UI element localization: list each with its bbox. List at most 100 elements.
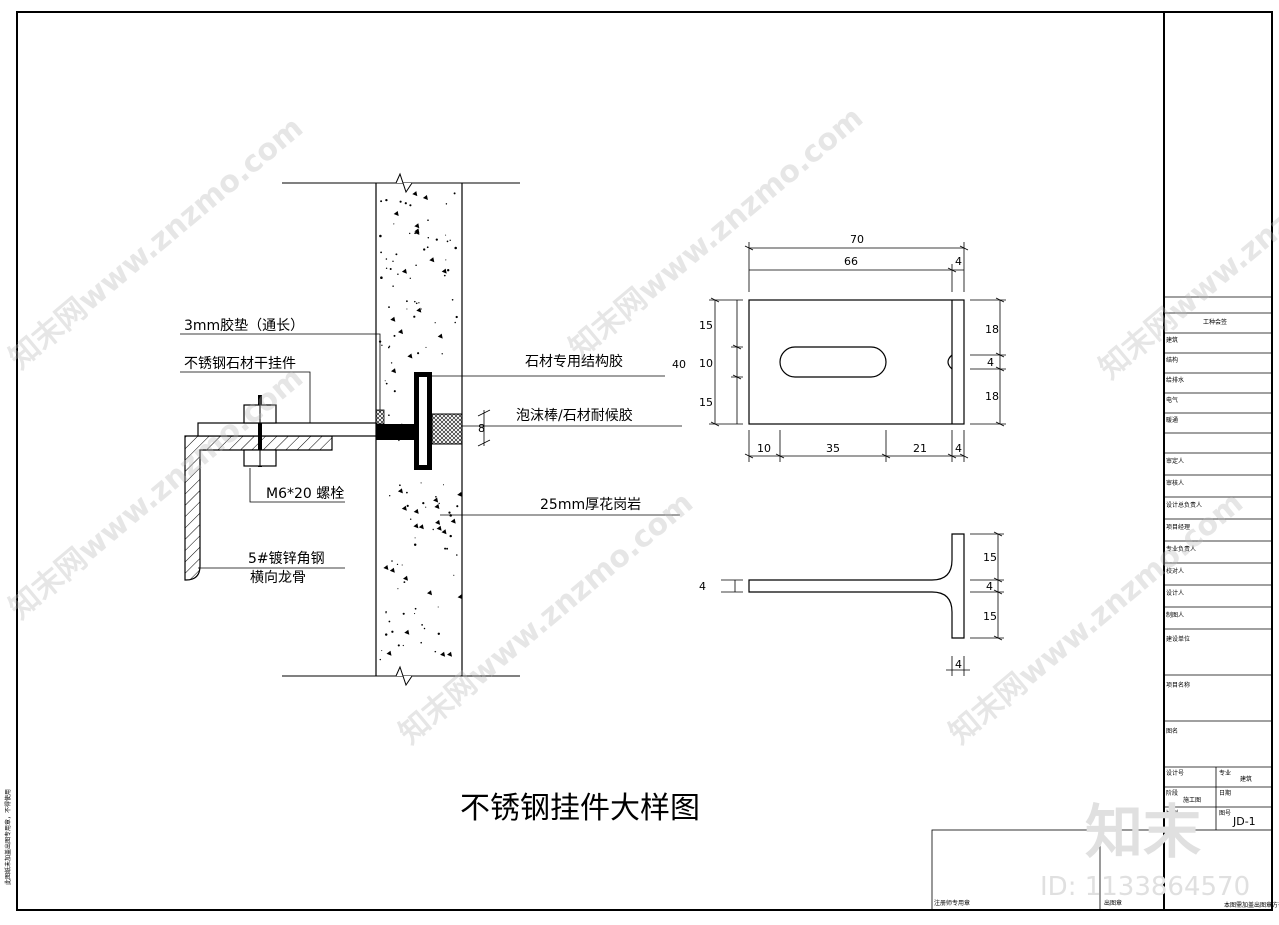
dim-left-10: 10 [699,357,713,370]
stone-speckle [444,547,447,550]
stone-speckle [409,277,411,279]
stone-speckle [435,496,437,498]
stone-speckle [388,306,390,309]
label-angle-steel: 5#镀锌角钢 [248,550,325,567]
stone-speckle [396,563,399,566]
stone-speckle [451,298,454,301]
stone-speckle [412,191,418,197]
stone-speckle [398,439,400,442]
callout-leaders [180,333,682,569]
dim-bottom-21: 21 [913,442,927,455]
hanger-section-view [748,533,965,639]
stone-speckle [446,240,449,243]
stone-speckle [446,547,449,550]
dim-section-15b: 15 [983,610,997,623]
tb-row-label: 项目经理 [1166,523,1190,531]
plan-dimension-lines [709,242,1006,462]
bolt [243,395,277,467]
stone-speckle [449,514,452,517]
stone-speckle [414,537,416,539]
stone-speckle [445,234,447,236]
stone-speckle [397,273,399,275]
label-runner: 横向龙骨 [250,570,306,586]
stone-speckle [418,302,420,304]
dim-66: 66 [844,255,858,268]
stone-speckle [393,223,395,225]
tb-row-label: 审核人 [1166,479,1184,487]
stone-speckle [434,504,440,509]
tb-bottom-mid: 出图章 [1104,899,1122,907]
stone-speckle [423,627,426,630]
stone-speckle-pattern [378,191,463,661]
stone-speckle [437,333,443,339]
stone-speckle [449,534,452,538]
stone-speckle [406,308,408,310]
dim-bottom-4: 4 [955,442,962,455]
stone-speckle [454,246,457,250]
stone-speckle [380,251,382,254]
stone-speckle [403,581,406,584]
tb-row-label: 电气 [1166,396,1178,404]
watermark: 知末网www.znzmo.com [1093,120,1279,386]
title-block [931,296,1273,911]
dim-bottom-10: 10 [757,442,771,455]
dim-overall-width: 70 [850,233,864,246]
stone-speckle [420,308,422,310]
stone-speckle [406,300,408,303]
stone-speckle [407,353,413,359]
stone-speckle [402,612,405,615]
stone-speckle [416,307,422,313]
stone-speckle [415,264,417,266]
stone-speckle [414,607,417,610]
dim-section-4: 4 [986,580,993,593]
stone-speckle [445,203,448,205]
stone-speckle [389,495,391,497]
stone-speckle [441,529,447,535]
stone-speckle [415,302,418,305]
stone-speckle [414,223,420,229]
stone-speckle [427,236,430,239]
hanger-plan-view [748,299,965,425]
stone-speckle [390,316,396,322]
stone-speckle [427,219,429,221]
dim-left-15a: 15 [699,319,713,332]
stone-speckle [441,353,443,355]
stone-speckle [385,382,388,385]
stone-speckle [437,606,439,608]
stone-speckle [404,629,410,635]
tb-date: 日期 [1219,789,1231,797]
tb-discipline: 专业 [1219,769,1231,777]
stone-speckle [392,285,394,287]
stone-speckle [397,588,399,590]
stone-speckle [385,612,387,614]
stone-speckle [413,523,419,529]
brand-logo: 知末 [1085,798,1201,866]
tb-bottom-right: 本图需加盖出图章方有效 [1224,901,1279,909]
label-granite: 25mm厚花岗岩 [540,497,641,513]
tb-row-label: 审定人 [1166,457,1184,465]
stone-speckle [413,508,419,514]
stone-speckle [409,518,412,520]
stone-speckle [442,484,445,486]
stone-speckle [450,518,456,524]
tb-discipline-value: 建筑 [1240,775,1252,783]
stone-speckle [434,322,436,324]
stone-speckle [443,274,446,277]
stone-speckle [380,200,383,203]
tb-stage: 阶段 [1166,789,1178,797]
stone-speckle [397,644,400,647]
stone-speckle [414,228,420,234]
side-note: 此图纸未加盖出图专用章，不得使用 [4,789,12,885]
stone-speckle [406,504,409,507]
tb-stage-value: 施工图 [1183,796,1201,804]
stone-speckle [399,484,401,487]
stone-speckle [420,482,422,484]
stone-speckle [421,624,423,626]
drawing-title: 不锈钢挂件大样图 [460,791,700,826]
tb-drawing-no-value: JD-1 [1232,815,1256,828]
stone-speckle [387,346,390,349]
stone-speckle [456,505,459,508]
stone-speckle [401,268,407,274]
stone-speckle [389,567,395,573]
stone-speckle [427,590,432,596]
